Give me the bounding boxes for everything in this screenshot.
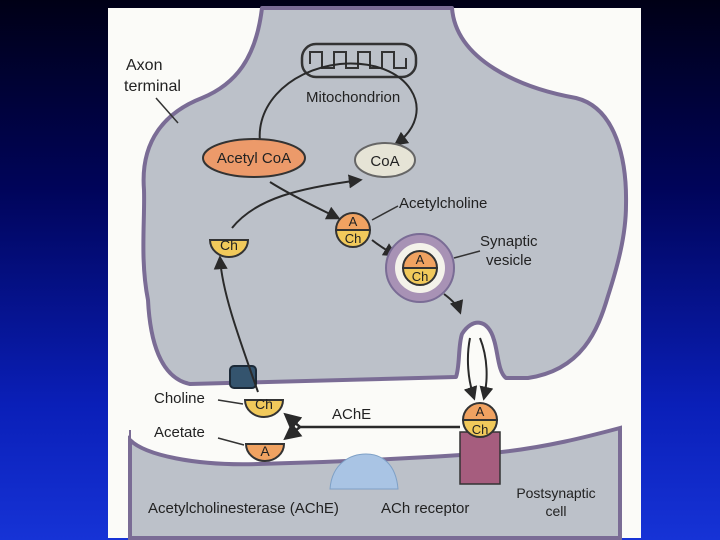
bound-ach-a: A <box>476 404 485 419</box>
synthesis-to-coa-arrow <box>231 174 363 229</box>
choline-molecule-cleft <box>243 399 285 418</box>
ache-label: AChE <box>332 406 371 423</box>
ach-cytoplasm-a: A <box>349 214 358 229</box>
mitochondrion <box>300 42 418 79</box>
synaptic-vesicle-label-line2: vesicle <box>486 252 532 269</box>
axon-terminal-leader <box>155 97 179 124</box>
hydrolysis-to-acetate-arrow <box>283 422 303 441</box>
axon-terminal-body <box>141 6 629 386</box>
acetylcholine-label: Acetylcholine <box>399 195 487 212</box>
choline-cleft-ch: Ch <box>255 396 273 412</box>
vesicle-leader <box>453 250 481 259</box>
ach-molecule-bound <box>461 402 499 438</box>
coa-molecule <box>354 142 416 178</box>
postsynaptic-label-line2: cell <box>545 503 566 519</box>
synaptic-vesicle-label-line1: Synaptic <box>480 233 538 250</box>
acetyl-coa-molecule <box>202 138 306 178</box>
axon-terminal-label-line2: terminal <box>124 78 181 95</box>
release-arrow-right <box>479 337 494 401</box>
acetate-molecule <box>244 443 286 462</box>
acetate-a: A <box>260 443 270 459</box>
acetate-label: Acetate <box>154 424 205 441</box>
ach-receptor <box>459 431 501 485</box>
axon-terminal-label-line1: Axon <box>126 57 162 74</box>
mitochondrion-label: Mitochondrion <box>306 89 400 106</box>
synthesis-to-ach-arrow <box>269 181 341 220</box>
coa-label: CoA <box>370 153 399 170</box>
choline-leader <box>217 399 244 405</box>
choline-transporter <box>229 365 257 389</box>
release-arrow-left <box>463 337 478 401</box>
choline-molecule-terminal <box>208 239 250 258</box>
acetylcholine-leader <box>371 205 399 221</box>
choline-reuptake-arrow <box>213 255 259 393</box>
bound-ach-ch: Ch <box>472 422 489 437</box>
choline-terminal-ch: Ch <box>220 237 238 253</box>
acetate-leader <box>217 437 245 446</box>
ach-cytoplasm-ch: Ch <box>345 231 362 246</box>
ach-molecule-cytoplasm <box>334 212 372 248</box>
vesicle-ach-ch: Ch <box>412 269 429 284</box>
acetylcholinesterase-label: Acetylcholinesterase (AChE) <box>148 500 339 517</box>
vesicle-ach-a: A <box>416 252 425 267</box>
synaptic-vesicle <box>385 233 455 303</box>
postsynaptic-label-line1: Postsynaptic <box>516 485 595 501</box>
ach-receptor-label: ACh receptor <box>381 500 469 517</box>
acetyl-coa-label: Acetyl CoA <box>217 150 291 167</box>
choline-label: Choline <box>154 390 205 407</box>
mito-loop-arrow <box>258 62 418 153</box>
vesicle-exocytosis-arrow <box>443 293 464 315</box>
acetylcholinesterase-enzyme <box>329 453 399 490</box>
